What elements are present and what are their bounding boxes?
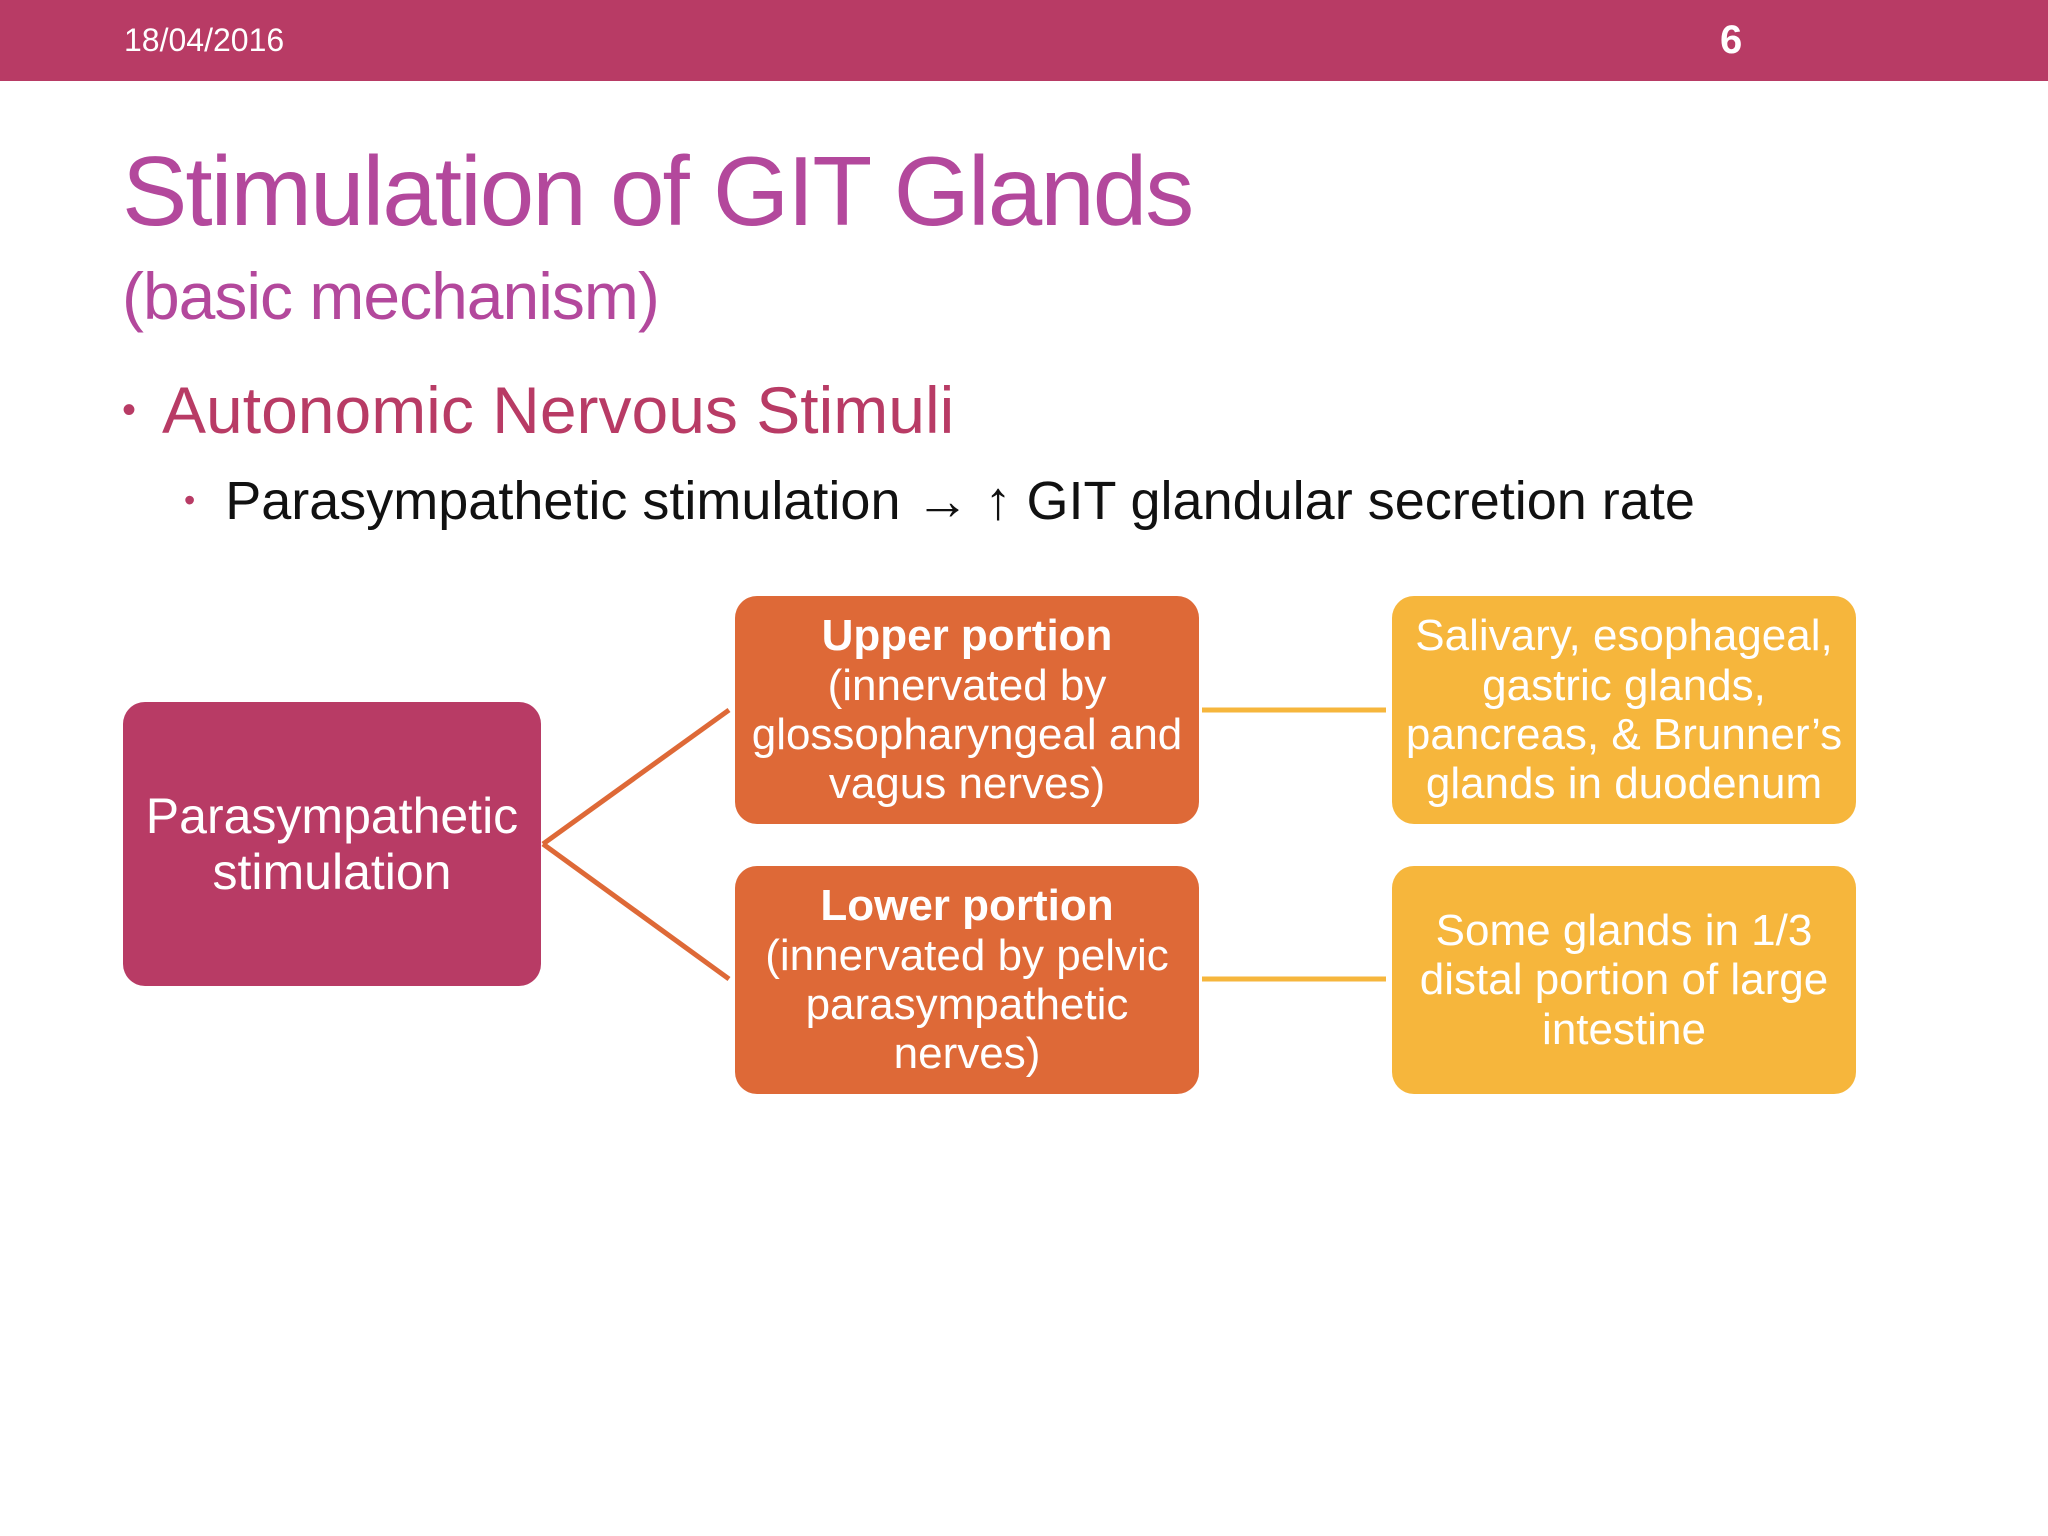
upper-portion-heading: Upper portion (821, 611, 1113, 661)
bullet-level1: • Autonomic Nervous Stimuli (122, 372, 954, 448)
lower-targets-label: Some glands in 1/3 distal portion of lar… (1419, 906, 1829, 1054)
root-node-parasympathetic: Parasympathetic stimulation (123, 702, 541, 986)
node-lower-portion: Lower portion (innervated by pelvic para… (735, 866, 1199, 1094)
root-node-label: Parasympathetic stimulation (145, 788, 519, 900)
slide-subtitle: (basic mechanism) (122, 259, 660, 333)
upper-targets-label: Salivary, esophageal, gastric glands, pa… (1405, 611, 1843, 809)
slide-date: 18/04/2016 (124, 22, 285, 58)
header-bar (0, 0, 2048, 81)
slide-title: Stimulation of GIT Glands (122, 136, 1194, 246)
bullet-level1-text: Autonomic Nervous Stimuli (162, 373, 955, 447)
slide-number: 6 (1720, 18, 1743, 62)
connector-root-lower (541, 841, 731, 982)
lower-portion-heading: Lower portion (820, 881, 1114, 931)
bullet-dot: • (122, 388, 137, 432)
upper-portion-detail: (innervated by glossopharyngeal and vagu… (751, 660, 1183, 809)
bullet-level2-text: Parasympathetic stimulation → ↑ GIT glan… (225, 471, 1695, 531)
bullet-level2: • Parasympathetic stimulation → ↑ GIT gla… (184, 470, 1695, 532)
node-upper-targets: Salivary, esophageal, gastric glands, pa… (1392, 596, 1856, 824)
node-upper-portion: Upper portion (innervated by glossophary… (735, 596, 1199, 824)
bullet-dot: • (184, 482, 196, 518)
connector-root-upper (541, 707, 731, 847)
lower-portion-detail: (innervated by pelvic parasympathetic ne… (765, 930, 1169, 1079)
node-lower-targets: Some glands in 1/3 distal portion of lar… (1392, 866, 1856, 1094)
